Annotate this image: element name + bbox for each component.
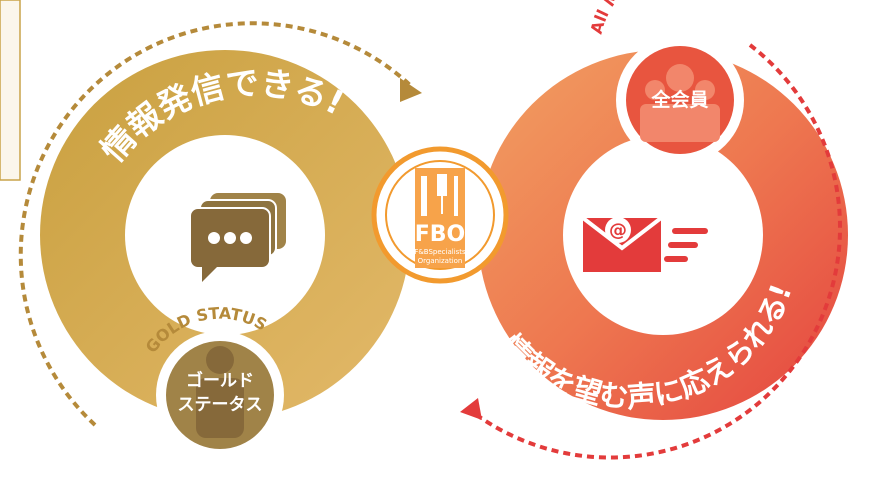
right-dashed-arrow	[468, 43, 843, 460]
fbo-logo-line1: F&BSpecialists	[414, 248, 466, 256]
gold-badge-line2: ステータス	[178, 395, 263, 415]
fbo-logo-title: FBO	[415, 222, 466, 247]
svg-text:@: @	[609, 220, 627, 241]
corner-card	[0, 0, 21, 181]
all-members-arc-text: All MEMBERS	[587, 0, 689, 36]
gold-badge-line1: ゴールド	[186, 370, 254, 391]
chat-bubbles-icon	[189, 193, 286, 282]
fbo-logo: FBO F&BSpecialists Organization	[371, 146, 509, 284]
email-send-icon: @	[581, 216, 708, 272]
left-arrowhead	[400, 78, 422, 102]
left-dashed-arrow	[18, 21, 412, 427]
gold-status-badge: ゴールド ステータス	[156, 331, 284, 459]
all-members-badge: 全会員	[616, 36, 744, 164]
fbo-logo-line2: Organization	[418, 257, 463, 265]
all-members-label: 全会員	[650, 88, 708, 111]
right-ring-hole	[563, 135, 763, 335]
right-arrowhead	[460, 398, 482, 420]
